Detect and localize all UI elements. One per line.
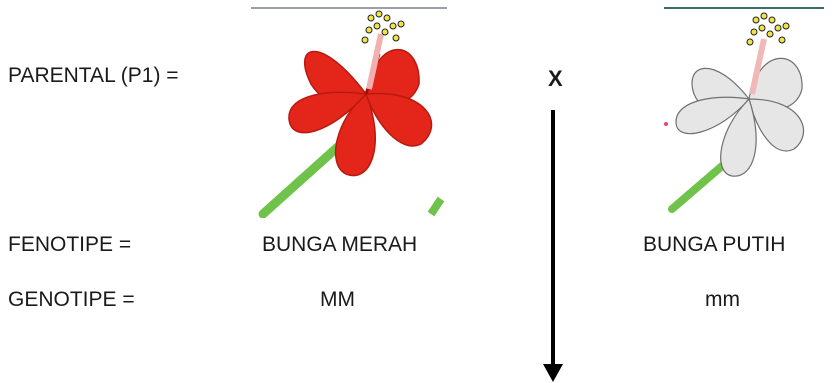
fenotipe-label: FENOTIPE =	[8, 233, 132, 256]
fenotipe-left: BUNGA MERAH	[262, 233, 418, 256]
cross-symbol: X	[548, 66, 563, 91]
white-flower-icon	[664, 7, 824, 213]
parental-label: PARENTAL (P1) =	[8, 64, 179, 87]
red-flower-icon	[251, 7, 447, 218]
down-arrow-icon	[543, 110, 563, 382]
genotipe-right: mm	[705, 288, 740, 311]
fenotipe-right: BUNGA PUTIH	[643, 233, 786, 256]
genotipe-label: GENOTIPE =	[8, 288, 135, 311]
genotipe-left: MM	[320, 288, 355, 311]
